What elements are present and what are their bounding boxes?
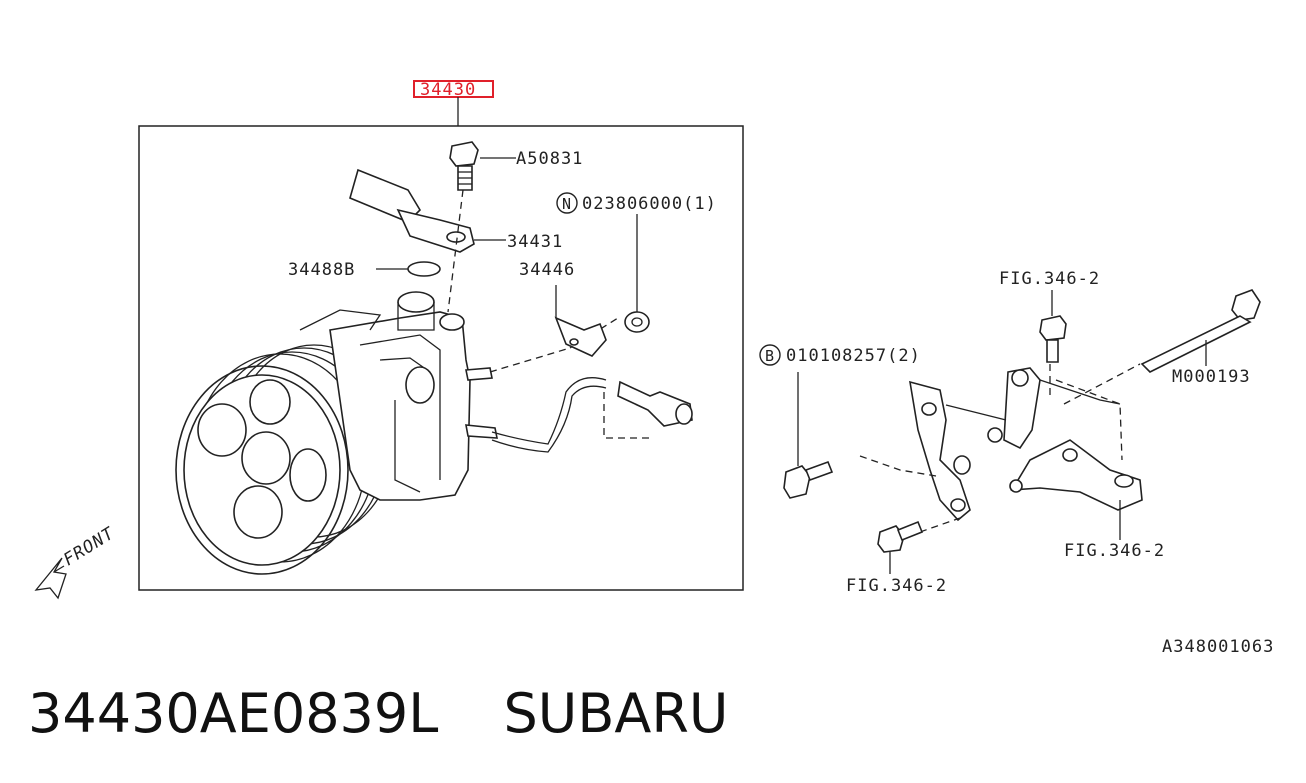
front-arrow-icon xyxy=(34,557,67,600)
label-m000193[interactable]: M000193 xyxy=(1172,367,1251,387)
mount-bracket-assembly xyxy=(909,367,1143,522)
label-fig-bottom[interactable]: FIG.346-2 xyxy=(846,576,947,596)
ref-code: A348001063 xyxy=(1162,637,1274,657)
label-34431[interactable]: 34431 xyxy=(507,232,563,252)
label-34488b[interactable]: 34488B xyxy=(288,260,355,280)
clip-34446 xyxy=(554,316,607,357)
badge-n xyxy=(556,192,578,214)
label-fig-top[interactable]: FIG.346-2 xyxy=(999,269,1100,289)
bolt-a50831 xyxy=(449,141,479,191)
bracket-34431 xyxy=(349,168,475,253)
bolt-fig-top xyxy=(1039,315,1067,363)
pump-body xyxy=(299,291,498,501)
caption: 34430AE0839L SUBARU xyxy=(28,682,728,752)
label-fig-right[interactable]: FIG.346-2 xyxy=(1064,541,1165,561)
label-a50831[interactable]: A50831 xyxy=(516,149,583,169)
assembly-frame xyxy=(138,125,744,591)
brand-name: SUBARU xyxy=(503,682,729,745)
part-number: 34430AE0839L xyxy=(28,682,439,745)
oring-34488b xyxy=(407,261,441,277)
bolt-b-010108257 xyxy=(783,460,834,499)
label-34430[interactable]: 34430 xyxy=(420,80,476,100)
badge-b xyxy=(759,344,781,366)
bolt-m000193 xyxy=(1140,289,1261,373)
label-010108257[interactable]: 010108257(2) xyxy=(786,346,921,366)
label-34446[interactable]: 34446 xyxy=(519,260,575,280)
label-023806000[interactable]: 023806000(1) xyxy=(582,194,717,214)
nut-023806000 xyxy=(624,311,650,333)
front-label: FRONT xyxy=(60,523,119,570)
badge-b-letter: B xyxy=(765,347,775,365)
badge-n-letter: N xyxy=(562,195,572,213)
hose xyxy=(491,377,693,453)
bolt-fig-bottom xyxy=(877,520,924,553)
pump-pulley xyxy=(175,344,395,575)
highlight-box xyxy=(413,80,494,98)
